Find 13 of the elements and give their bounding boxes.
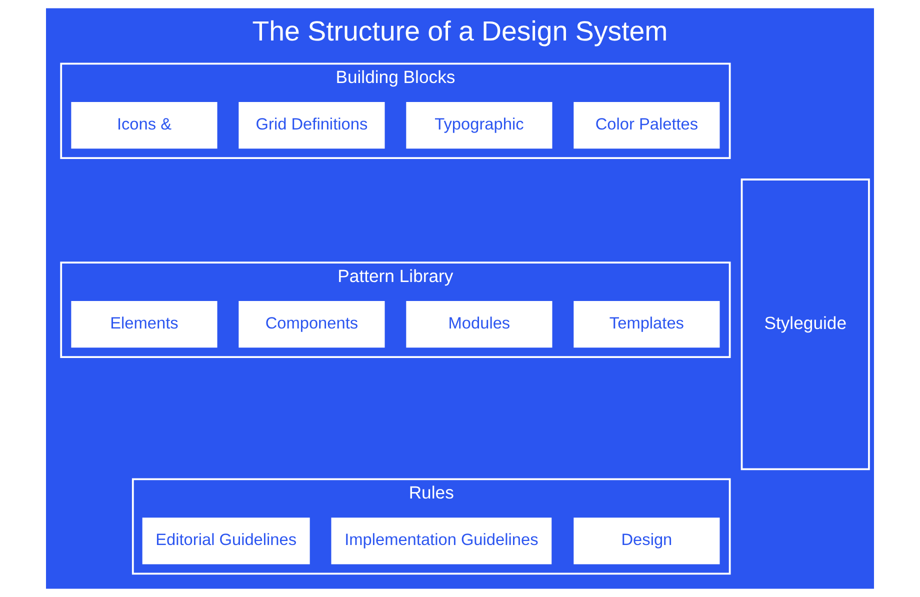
diagram-title: The Structure of a Design System [252,15,668,46]
node-box: Elements [71,301,218,348]
node-box: Editorial Guidelines [142,518,310,564]
node-box: Icons & [71,102,218,149]
node-box: Styleguide [740,178,870,470]
node-box: Components [238,301,385,348]
node-box: Grid Definitions [238,102,385,149]
node-box: Color Palettes [574,102,720,149]
node-box: Design [574,518,720,564]
node-box: Modules [406,301,552,348]
node-box: Typographic [406,102,552,149]
node-box: Templates [574,301,720,348]
node-box: Implementation Guidelines [331,518,552,564]
